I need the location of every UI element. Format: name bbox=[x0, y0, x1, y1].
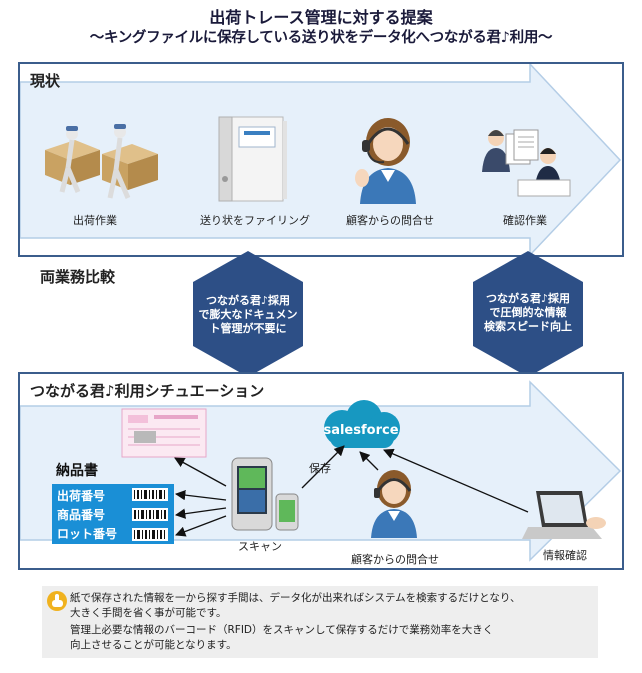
situation-label: つながる君♪利用シチュエーション bbox=[30, 382, 265, 400]
benefit-hexagon-1 bbox=[193, 251, 303, 377]
benefit-1-text: つながる君♪採用 で膨大なドキュメン ト管理が不要に bbox=[198, 294, 298, 335]
salesforce-cloud-icon: salesforce bbox=[323, 400, 400, 448]
call-center-operator-icon bbox=[355, 118, 416, 204]
summary-note bbox=[42, 586, 598, 658]
confirm-label: 情報確認 bbox=[543, 549, 587, 562]
page-subtitle: ～キングファイルに保存している送り状をデータ化へつながる君♪利用～ bbox=[89, 30, 553, 46]
current-label: 現状 bbox=[30, 72, 61, 90]
note-line-2: 大きく手間を省く事が可能です。 bbox=[70, 607, 227, 619]
field-shipping-number: 出荷番号 bbox=[57, 489, 106, 503]
benefit-hexagon-2 bbox=[473, 251, 583, 377]
situation-inquiry-caption: 顧客からの問合せ bbox=[351, 553, 439, 566]
delivery-note-title: 納品書 bbox=[56, 463, 98, 479]
confirmation-work-icon bbox=[482, 129, 571, 197]
laptop-icon bbox=[522, 491, 606, 539]
field-product-number: 商品番号 bbox=[57, 508, 106, 522]
step-shipping-caption: 出荷作業 bbox=[73, 214, 117, 227]
note-line-4: 向上させることが可能となります。 bbox=[70, 639, 237, 651]
benefit-2-text: つながる君♪採用 で圧倒的な情報 検索スピード向上 bbox=[484, 292, 572, 333]
pointing-hand-icon bbox=[47, 591, 67, 611]
step-inquiry-caption: 顧客からの問合せ bbox=[346, 214, 434, 227]
shipping-workers-icon bbox=[45, 124, 158, 199]
save-label: 保存 bbox=[309, 462, 331, 475]
king-file-binder-icon bbox=[218, 116, 287, 202]
cloud-label: salesforce bbox=[323, 423, 398, 438]
step-confirm-caption: 確認作業 bbox=[503, 214, 547, 227]
scan-label: スキャン bbox=[238, 540, 282, 553]
situation-operator-icon bbox=[371, 470, 417, 538]
note-line-1: 紙で保存された情報を一から探す手間は、データ化が出来ればシステムを検索するだけと… bbox=[70, 592, 521, 604]
barcode-icons bbox=[132, 488, 168, 541]
compare-label: 両業務比較 bbox=[40, 268, 116, 286]
note-line-3: 管理上必要な情報のバーコード（RFID）をスキャンして保存するだけで業務効率を大… bbox=[70, 624, 494, 636]
page-title: 出荷トレース管理に対する提案 bbox=[209, 8, 433, 27]
current-flow-arrow bbox=[20, 64, 622, 255]
field-lot-number: ロット番号 bbox=[57, 527, 118, 541]
delivery-note-document-icon bbox=[121, 408, 207, 458]
handheld-scanner-icon bbox=[231, 457, 299, 531]
step-filing-caption: 送り状をファイリング bbox=[200, 214, 310, 227]
